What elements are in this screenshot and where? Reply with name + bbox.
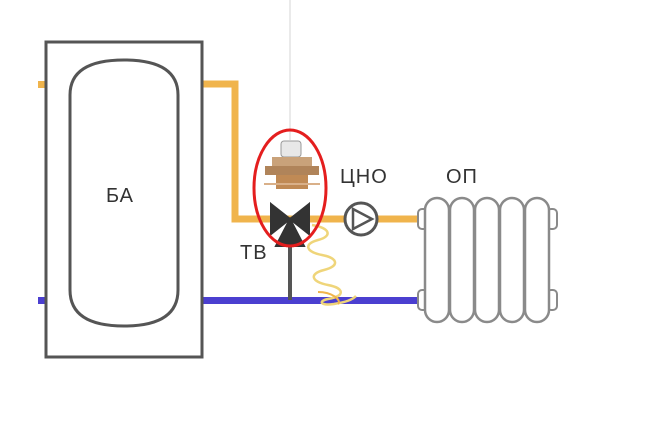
capillary-coil-lower <box>317 291 340 305</box>
tank-label: БА <box>106 185 134 207</box>
circulation-pump-icon <box>343 201 379 237</box>
radiator-label: ОП <box>446 166 478 188</box>
valve-highlight <box>252 128 328 248</box>
three-way-valve-icon <box>270 201 310 247</box>
pump-label: ЦНО <box>340 166 388 188</box>
hot-pipe-main <box>200 80 432 223</box>
radiator-icon <box>417 196 558 324</box>
thermostatic-head-icon <box>264 140 320 189</box>
storage-tank-icon <box>44 40 204 359</box>
valve-label: ТВ <box>240 242 268 264</box>
cold-pipe-main <box>200 297 432 304</box>
capillary-coil <box>307 223 357 306</box>
